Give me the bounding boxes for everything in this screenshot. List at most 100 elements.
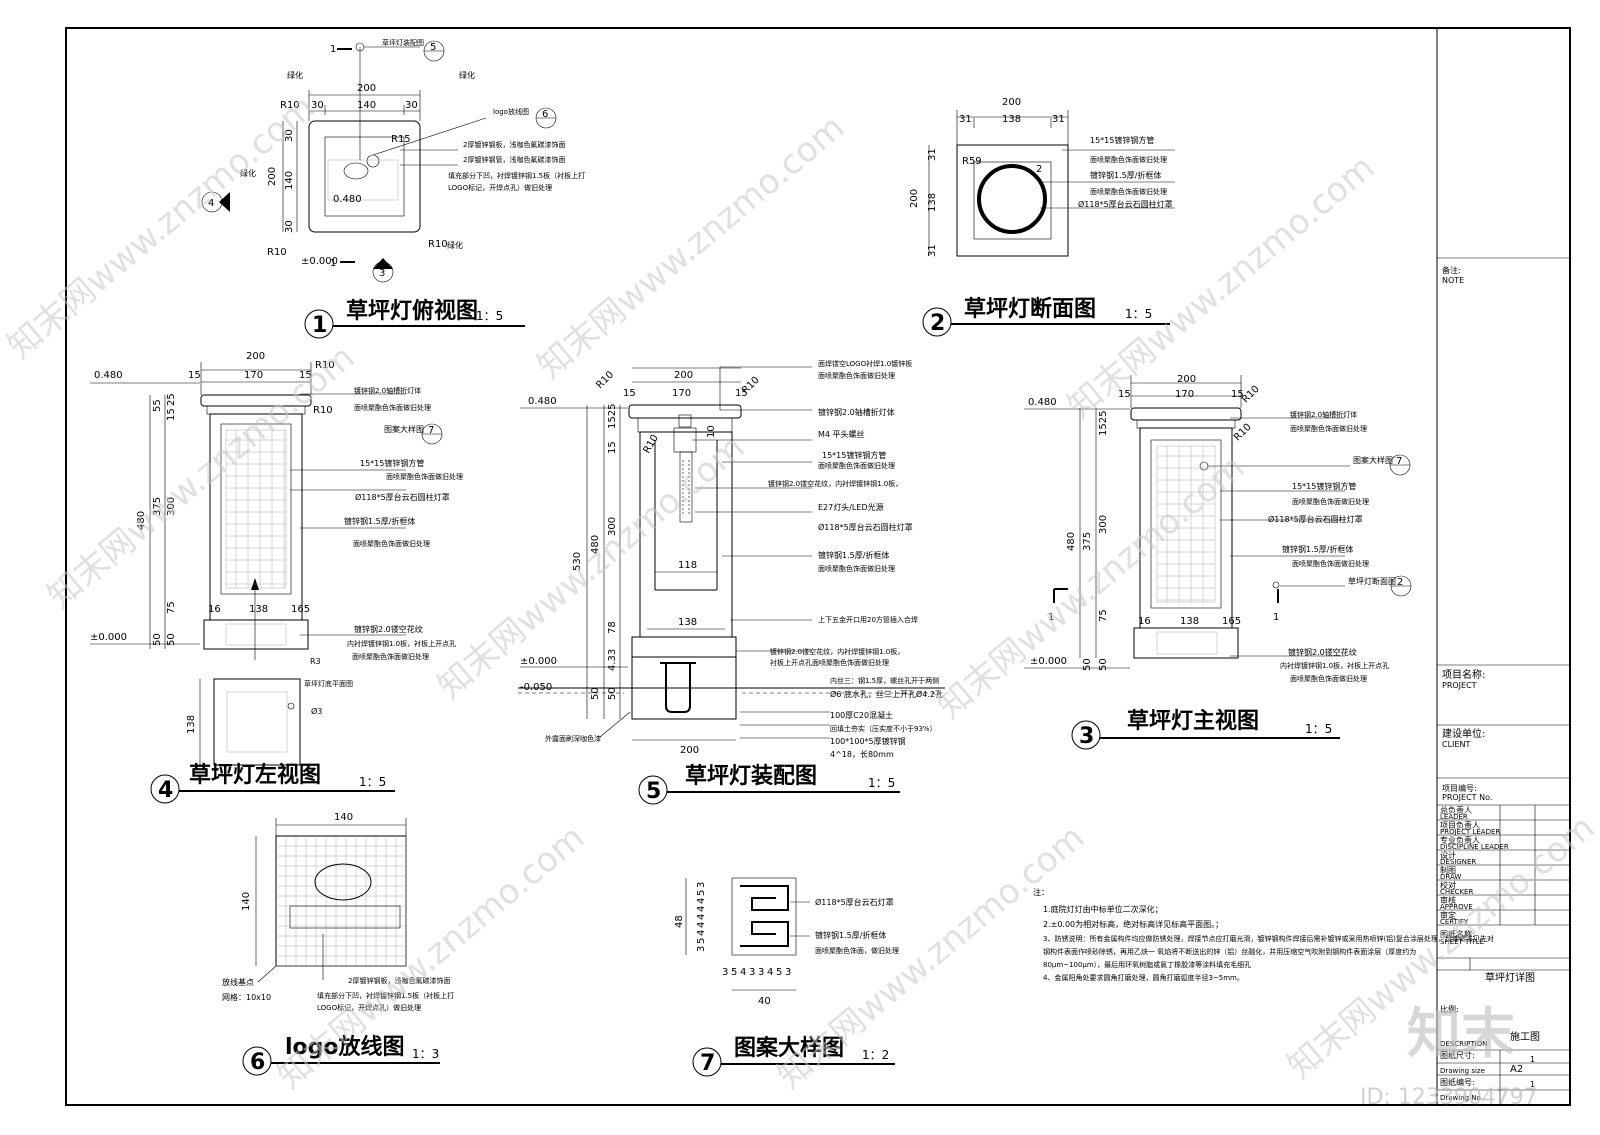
svg-text:3: 3 xyxy=(1079,724,1094,749)
sec-dim-31a: 31 xyxy=(959,114,972,125)
asm-note-12: Ø6 底水孔，丝三上开孔Ø4.2孔 xyxy=(830,689,943,699)
tb-size: A2 xyxy=(1510,1064,1523,1075)
left-base-r3: R3 xyxy=(310,657,321,666)
left-note-5: 镀锌钢2.0镂空花纹 xyxy=(354,624,423,634)
watermark-logo: 知末 xyxy=(1407,1002,1515,1065)
left-v55: 55 xyxy=(152,399,163,412)
sec-note-1b: 面喷聚酯色饰面做旧处理 xyxy=(1090,155,1167,164)
plan-sec-1b: 1 xyxy=(330,258,336,269)
left-ref7: 图案大样图 xyxy=(384,424,424,434)
front-note-4b: 面喷聚酯色饰面做旧处理 xyxy=(1292,559,1369,568)
sec-note-2: 镀锌钢1.5厚/折框体 xyxy=(1090,170,1161,180)
tb-note-en: NOTE xyxy=(1442,276,1464,285)
asm-note-17: 外露面刷深咖色漆 xyxy=(545,734,601,743)
tb-sheet-cn: 图纸名称: xyxy=(1440,929,1475,939)
asm-r10: R10 xyxy=(594,369,616,391)
tb-note-cn: 备注: xyxy=(1442,265,1461,275)
left-base-title: 草坪灯底平面图 xyxy=(304,679,353,688)
front-dim-200: 200 xyxy=(1177,374,1196,385)
svg-text:6: 6 xyxy=(250,1050,265,1075)
left-note-2: 15*15镀锌钢方管 xyxy=(360,458,424,468)
watermark-3: 知末网www.znzmo.com xyxy=(430,427,752,706)
asm-dim-15a: 15 xyxy=(623,388,636,399)
svg-text:1：2: 1：2 xyxy=(862,1048,889,1062)
bulb-cap-icon xyxy=(678,414,692,428)
left-v300: 300 xyxy=(166,497,177,516)
left-note-4: 镀锌钢1.5厚/折框体 xyxy=(344,516,415,526)
left-dim-15a: 15 xyxy=(188,370,201,381)
view-title-2: 2 草坪灯断面图 1：5 xyxy=(922,296,1170,337)
note-4: 4、金属阳角处要求圆角打磨处理，圆角打磨弧度半径3~5mm。 xyxy=(1043,973,1244,982)
pattern-v-dim: 3 xyxy=(696,882,707,888)
pat-note-2: 镀锌钢1.5厚/折框体 xyxy=(815,930,886,940)
plan-r15: R15 xyxy=(391,134,411,145)
left-v375: 375 xyxy=(152,497,163,516)
tb-draw-en: DRAW xyxy=(1440,873,1461,881)
svg-text:1: 1 xyxy=(312,313,327,338)
pattern-h-dim: 5 xyxy=(731,967,737,978)
pattern-v-dim: 5 xyxy=(696,890,707,896)
left-b16: 16 xyxy=(208,604,221,615)
pattern-h-dim: 3 xyxy=(758,967,764,978)
tb-sheet-en: SHEET TITLE xyxy=(1440,938,1484,946)
asm-d10: 10 xyxy=(706,425,717,438)
front-b138: 138 xyxy=(1180,616,1199,627)
left-note-1b: 面喷聚酯色饰面做旧处理 xyxy=(354,403,431,412)
front-b165: 165 xyxy=(1222,616,1241,627)
title-block: 备注: NOTE 项目名称: PROJECT 建设单位: CLIENT 项目编号… xyxy=(1436,28,1570,1105)
front-dim-15a: 15 xyxy=(1118,389,1131,400)
tb-size-cn: 图纸尺寸: xyxy=(1440,1050,1475,1060)
front-b16: 16 xyxy=(1138,616,1151,627)
asm-r10c: R10 xyxy=(642,433,661,456)
tb-draw-cn: 制图 xyxy=(1440,865,1456,875)
plan-dim-v200: 200 xyxy=(267,167,278,186)
tb-projno-cn: 项目编号: xyxy=(1442,783,1477,793)
svg-text:logo放线图: logo放线图 xyxy=(285,1034,405,1060)
asm-level: 0.480 xyxy=(528,396,557,407)
tb-chk-en: CHECKER xyxy=(1440,888,1473,896)
watermark-id: ID: 1233904797 xyxy=(1360,1085,1538,1110)
left-dim-200: 200 xyxy=(246,351,265,362)
front-dim-15b: 15 xyxy=(1231,389,1244,400)
note-3: 3、防锈说明：所有金属构件均应做防锈处理，焊接节点应打磨光滑，镀锌钢构件焊接后需… xyxy=(1043,934,1494,943)
asm-v78: 78 xyxy=(607,621,618,634)
led-bulb-icon xyxy=(679,451,693,523)
front-v50b: 50 xyxy=(1098,658,1109,671)
left-dim-15b: 15 xyxy=(299,370,312,381)
note-2: 2.±0.00为相对标高，绝对标高详见标高平面图。； xyxy=(1043,919,1223,929)
view-title-6: 6 logo放线图 1：3 xyxy=(242,1034,440,1076)
front-note-2b: 面喷聚酯色饰面做旧处理 xyxy=(1292,497,1369,506)
front-level-0: ±0.000 xyxy=(1030,656,1067,667)
plan-green-4: 绿化 xyxy=(447,240,463,250)
tb-stage: 施工图 xyxy=(1510,1030,1540,1043)
left-level-0: ±0.000 xyxy=(90,632,127,643)
front-note-5: 镀锌钢2.0镂空花纹 xyxy=(1288,647,1357,657)
left-v50b: 50 xyxy=(166,633,177,646)
logo-pt: 放线基点 xyxy=(222,977,254,987)
watermark-1: 知末网www.znzmo.com xyxy=(0,87,322,366)
svg-text:图案大样图: 图案大样图 xyxy=(734,1035,844,1061)
tb-one: 1 xyxy=(1530,1055,1535,1064)
plan-note-4: LOGO标记，开焊点孔）做旧处理 xyxy=(448,183,552,192)
svg-text:草坪灯断面图: 草坪灯断面图 xyxy=(964,296,1096,322)
sec-note-3: Ø118*5厚台云石圆柱灯罩 xyxy=(1078,199,1173,209)
watermark-7: 知末网www.znzmo.com xyxy=(770,817,1092,1096)
watermark-layer: 知末网www.znzmo.com 知末网www.znzmo.com 知末网www… xyxy=(0,87,1600,1110)
pattern-v-dim: 4 xyxy=(696,898,707,904)
asm-d138: 138 xyxy=(678,617,697,628)
sec-r59: R59 xyxy=(962,156,982,167)
logo-note-2: 填充部分下凹，衬焊镀锌钢1.5板（衬板上打 xyxy=(317,991,454,1000)
tb-pl-cn: 项目负责人 xyxy=(1440,820,1480,830)
general-notes: 注： 1.庭院灯灯由中标单位二次深化； 2.±0.00为相对标高，绝对标高详见标… xyxy=(1033,887,1494,982)
sec-two: 2 xyxy=(1036,164,1042,175)
asm-note-2: 镀锌钢2.0轴槽折灯体 xyxy=(818,407,895,417)
front-note-5b: 内衬焊镀锌钢1.0板，衬板上开点孔 xyxy=(1280,661,1389,670)
front-v480: 480 xyxy=(1066,532,1077,551)
plan-note-3: 填充部分下凹，衬焊镀锌钢1.5板（衬板上打 xyxy=(448,171,585,180)
logo-text-icon xyxy=(289,905,401,929)
svg-text:1：5: 1：5 xyxy=(868,776,895,790)
pat-dim-48: 48 xyxy=(674,915,685,928)
plan-green-3: 绿化 xyxy=(240,168,256,178)
asm-note-1b: 面喷聚酯色饰面做旧处理 xyxy=(818,371,895,380)
